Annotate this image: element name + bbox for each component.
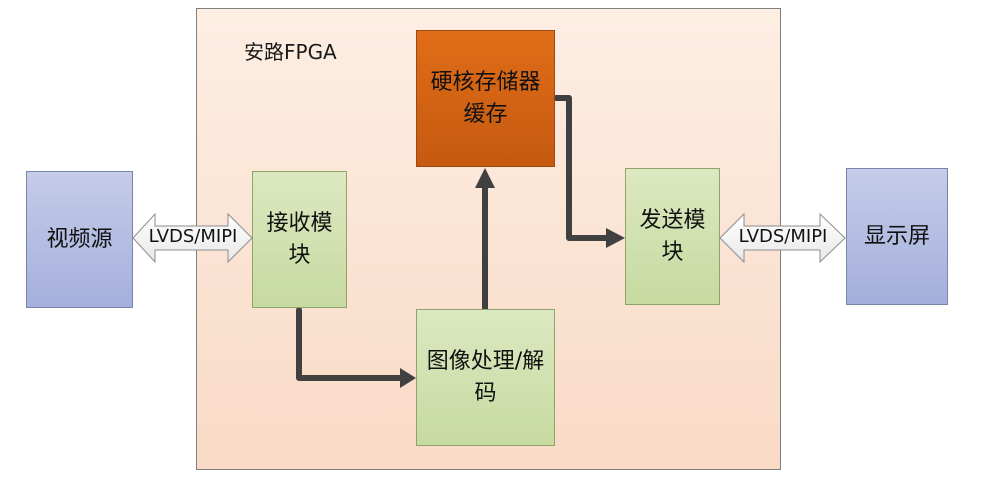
processing-to-memory-arrowhead xyxy=(475,168,495,188)
image-processing-block: 图像处理/解码 xyxy=(416,309,555,446)
memory-to-sender-connector xyxy=(553,95,609,241)
receiver-to-processing-arrowhead xyxy=(400,368,416,388)
receiver-module-block: 接收模块 xyxy=(252,171,347,308)
output-interface-label: LVDS/MIPI xyxy=(738,226,828,247)
display-block: 显示屏 xyxy=(846,168,948,305)
video-source-block: 视频源 xyxy=(26,171,133,308)
input-interface-label: LVDS/MIPI xyxy=(148,226,238,247)
hard-memory-cache-block: 硬核存储器缓存 xyxy=(416,30,555,167)
fpga-label: 安路FPGA xyxy=(244,40,337,64)
memory-to-sender-arrowhead xyxy=(606,228,625,248)
receiver-to-processing-connector xyxy=(296,307,403,381)
output-interface-arrow xyxy=(719,212,846,264)
sender-module-block: 发送模块 xyxy=(625,168,720,305)
